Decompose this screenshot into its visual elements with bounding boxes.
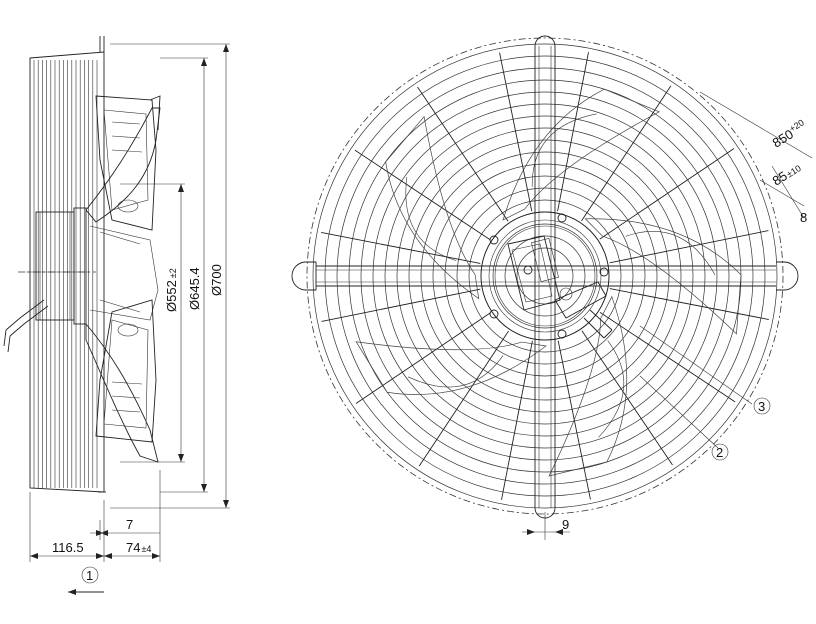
fan-blade-edge	[408, 355, 504, 388]
fan-blade-edge	[625, 231, 716, 276]
guard-ring	[360, 91, 730, 461]
guard-ring	[468, 199, 622, 353]
hub-screw-3	[599, 267, 609, 277]
fan-blade-edge	[531, 113, 597, 187]
guard-strut	[501, 340, 533, 500]
callout-3: 3	[758, 399, 765, 414]
guard-strut	[321, 288, 481, 322]
guard-strut	[354, 149, 491, 240]
guard-strut	[581, 85, 672, 222]
dim-850: 850+20	[769, 117, 809, 150]
dim-diameter-645: Ø645.4	[187, 267, 202, 310]
fan-blade	[502, 88, 660, 221]
fan-blade	[548, 295, 628, 477]
guard-ring	[408, 139, 682, 413]
dim-diameter-552: Ø552±2	[164, 268, 179, 312]
fan-blade	[584, 218, 742, 335]
side-guard-grille	[33, 60, 98, 488]
callout-2: 2	[716, 445, 723, 460]
fan-blade	[355, 341, 547, 395]
hub-screw-5	[557, 329, 567, 339]
fan-blade	[385, 115, 480, 300]
guard-strut	[321, 232, 481, 264]
front-view: 850+20 85±10 8 9 2 3	[291, 35, 813, 540]
guard-strut	[581, 330, 673, 466]
guard-ring	[480, 211, 610, 341]
guard-ring	[432, 163, 658, 389]
hub-screw-1	[557, 213, 567, 223]
guard-ring	[372, 103, 718, 449]
guard-ring	[420, 151, 670, 401]
callout-1: 1	[86, 568, 93, 583]
guard-strut	[599, 312, 736, 403]
front-blades	[355, 88, 742, 477]
guard-ring	[348, 79, 742, 473]
side-blades	[85, 95, 161, 463]
dim-width-116: 116.5	[52, 540, 84, 555]
guard-strut	[355, 312, 491, 404]
dim-diameter-700: Ø700	[209, 264, 224, 296]
outer-mounting-circle	[306, 37, 784, 515]
side-dimensions	[110, 43, 230, 509]
dim-85: 85±10	[770, 160, 804, 189]
fan-blade-edge	[405, 176, 457, 261]
side-view: Ø552±2 Ø645.4 Ø700 7 116.5 74±4 1	[3, 36, 230, 595]
guard-ring	[384, 115, 706, 437]
dim-offset-7: 7	[126, 517, 133, 532]
side-cable-gland	[3, 299, 49, 353]
guard-ring	[456, 187, 634, 365]
hub-screw-4	[489, 309, 499, 319]
guard-strut	[599, 148, 735, 240]
guard-strut	[557, 52, 589, 212]
callout-circle-3	[753, 397, 771, 415]
guard-strut	[609, 230, 769, 264]
guard-ring	[396, 127, 694, 425]
guard-strut	[609, 288, 769, 320]
motor-hub	[480, 211, 613, 341]
guard-strut	[417, 86, 509, 222]
fan-blade-edge	[598, 340, 625, 438]
hub-screw-2	[489, 235, 499, 245]
guard-ring	[336, 67, 754, 485]
front-dimensions	[522, 91, 813, 540]
callout-circle-2	[711, 443, 729, 461]
guard-strut	[499, 52, 533, 212]
dim-width-74: 74±4	[126, 540, 151, 555]
guard-ring	[444, 175, 646, 377]
callout-circle-1	[81, 566, 99, 584]
dim-9: 9	[562, 517, 569, 532]
guard-ring	[312, 43, 778, 509]
guard-ring	[324, 55, 766, 497]
dim-8: 8	[800, 210, 807, 225]
vertical-mounting-bars	[534, 35, 556, 519]
guard-ring	[492, 223, 598, 329]
guard-ring	[504, 235, 586, 317]
guard-strut	[418, 330, 509, 467]
side-horizontal-dimensions	[29, 470, 161, 595]
